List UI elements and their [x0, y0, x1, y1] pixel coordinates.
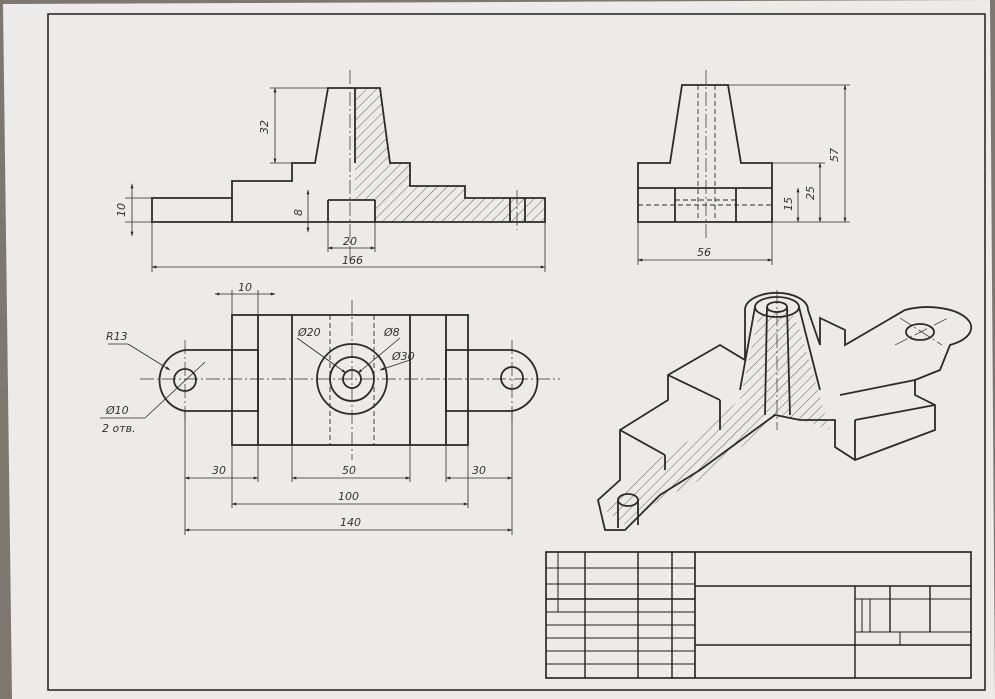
- dim-center-50: 50: [342, 464, 356, 477]
- drawing-frame: [47, 13, 986, 691]
- title-block: [545, 551, 972, 679]
- dim-lug-left-30: 30: [212, 464, 226, 477]
- isometric-view: [597, 290, 973, 531]
- dim-56: 56: [697, 246, 711, 259]
- dim-lug-right-30: 30: [472, 464, 486, 477]
- front-view: [151, 70, 546, 260]
- side-dimensions: 57 25 15 56: [637, 84, 850, 265]
- dim-d20: Ø20: [297, 326, 321, 339]
- iso-section-hatch-2: [790, 310, 830, 430]
- dim-hole-d10: Ø10: [105, 404, 129, 417]
- dim-d8: Ø8: [383, 326, 400, 339]
- dim-25: 25: [804, 186, 817, 200]
- dim-d30: Ø30: [391, 350, 415, 363]
- dim-15: 15: [782, 197, 795, 211]
- dim-8: 8: [292, 209, 305, 216]
- dim-10: 10: [115, 203, 128, 217]
- top-dimensions: 10 R13 Ø10 2 отв. Ø20 Ø8 Ø30 30 50 30 10…: [100, 281, 513, 535]
- front-section-hatch: [355, 88, 545, 222]
- top-view: [140, 300, 560, 460]
- dim-166: 166: [342, 254, 363, 267]
- dim-20: 20: [343, 235, 357, 248]
- front-dimensions: 32 10 8 20 166: [115, 87, 546, 272]
- dim-57: 57: [828, 148, 841, 162]
- dim-overall-140: 140: [340, 516, 361, 529]
- dim-body-100: 100: [338, 490, 359, 503]
- side-view: [637, 70, 773, 240]
- iso-section-hatch: [605, 310, 800, 525]
- dim-top-10: 10: [238, 281, 252, 294]
- dim-hole-qty: 2 отв.: [102, 422, 136, 435]
- dim-r13: R13: [106, 330, 128, 343]
- dim-32: 32: [258, 120, 271, 134]
